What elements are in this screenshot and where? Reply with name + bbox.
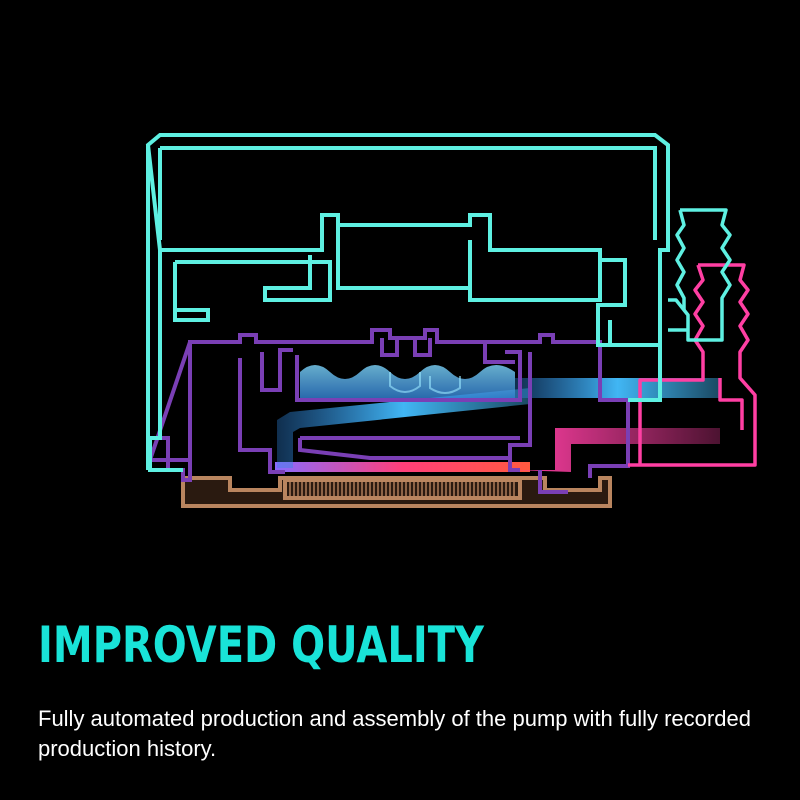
micro-fins [289, 481, 515, 497]
pump-cross-section-icon [145, 133, 757, 508]
pump-body-outline [147, 328, 630, 494]
description-text: Fully automated production and assembly … [38, 706, 751, 761]
pump-housing-outline [145, 133, 670, 472]
coolant-flow [275, 365, 720, 472]
headline-title: IMPROVED QUALITY [38, 616, 484, 674]
inlet-barb-fitting [668, 208, 732, 342]
outlet-barb-fitting [628, 263, 757, 467]
